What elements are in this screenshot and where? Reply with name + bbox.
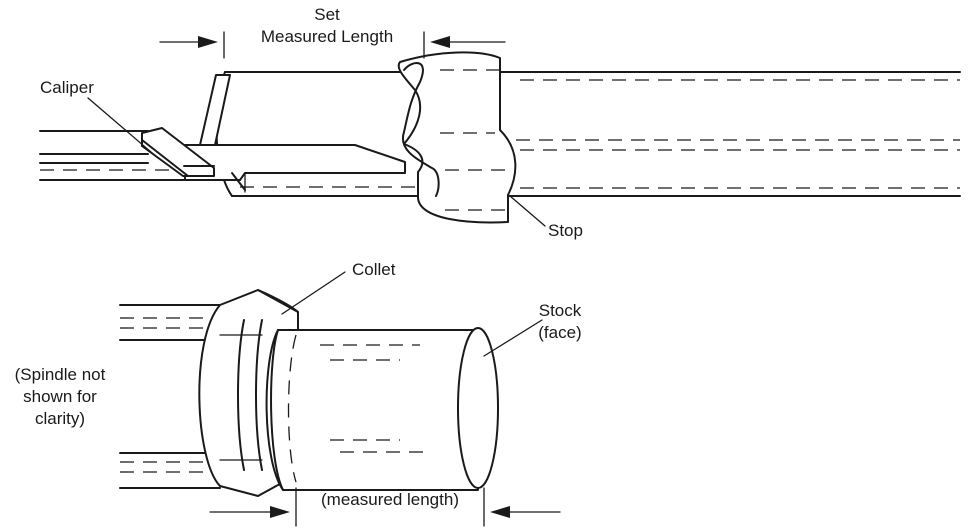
spindle-label-line2: shown for: [23, 387, 97, 406]
stock-label: Stock: [539, 301, 582, 320]
spindle-label-line3: clarity): [35, 409, 85, 428]
arrow-right-icon: [198, 36, 218, 48]
stock-cylinder: [265, 327, 499, 491]
arrow-left-icon: [430, 36, 450, 48]
set-label: Set: [314, 5, 340, 24]
caliper-leader: [87, 97, 159, 159]
long-stock-bar: [215, 71, 961, 197]
caliper-label: Caliper: [40, 78, 94, 97]
bottom-figure: [119, 271, 561, 527]
arrow-right-icon: [270, 506, 290, 518]
measured-length-bottom-label: (measured length): [321, 490, 459, 509]
measured-length-label: Measured Length: [261, 27, 393, 46]
caliper-beam: [39, 74, 420, 193]
spindle-label-line1: (Spindle not: [15, 365, 106, 384]
collet-leader: [281, 271, 346, 315]
stock-face-label: (face): [538, 323, 581, 342]
arrow-left-icon: [490, 506, 510, 518]
collet-label: Collet: [352, 260, 396, 279]
measured-length-dimension: [209, 487, 561, 527]
stock-leader: [483, 319, 543, 357]
stop-clamp: [397, 51, 517, 224]
spindle-tubes: [119, 304, 221, 489]
stop-leader: [509, 195, 546, 227]
top-figure: [39, 31, 961, 227]
set-length-dimension: [159, 31, 506, 59]
stock-face: [457, 327, 499, 489]
stop-label: Stop: [548, 221, 583, 240]
